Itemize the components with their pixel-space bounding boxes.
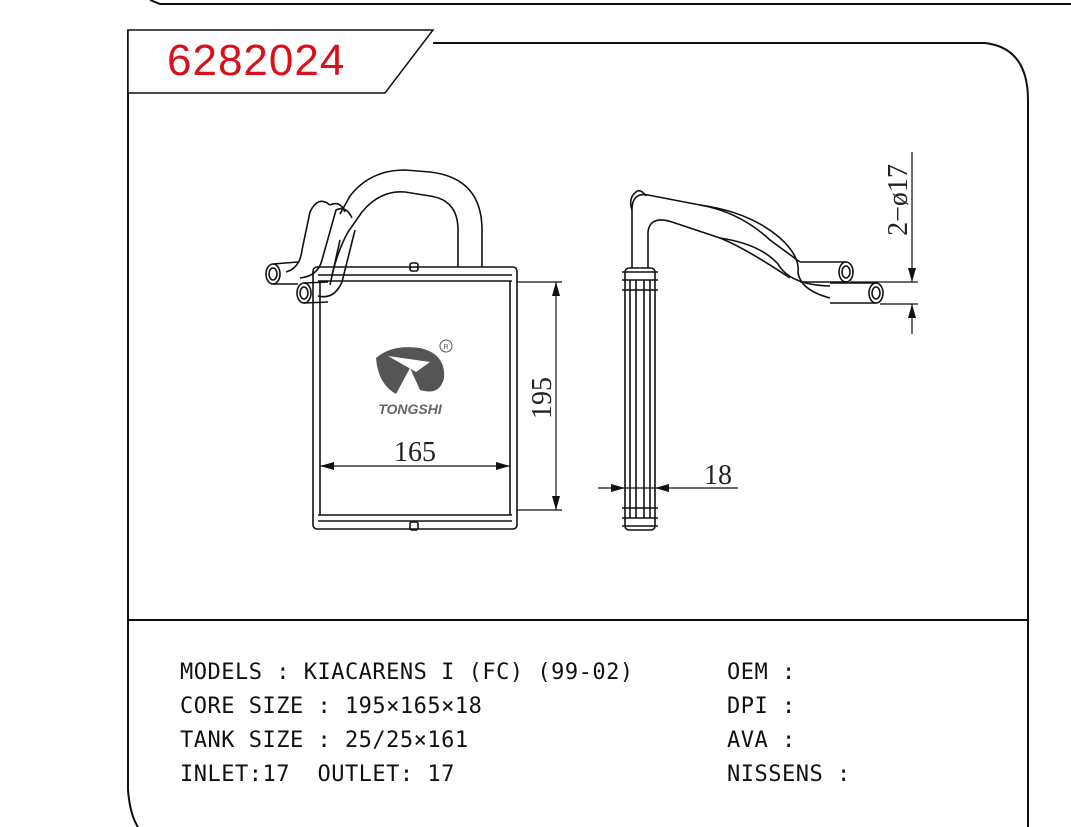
spec-list-right: OEM : DPI : AVA : NISSENS :: [727, 656, 851, 792]
spec-list-left: MODELS : KIACARENS I (FC) (99-02) CORE S…: [180, 656, 634, 792]
side-core: [624, 267, 656, 531]
height-label: 195: [527, 377, 558, 419]
side-outlet-upper: [838, 261, 854, 283]
spec-inlet-outlet: INLET:17 OUTLET: 17: [180, 762, 455, 787]
spec-tank-size: TANK SIZE : 25/25×161: [180, 728, 469, 753]
spec-core-size: CORE SIZE : 195×165×18: [180, 694, 483, 719]
diameter-label: 2−ø17: [883, 164, 914, 236]
spec-oem: OEM :: [727, 660, 796, 685]
side-view: [598, 152, 918, 531]
spec-dpi: DPI :: [727, 694, 796, 719]
part-number-tab: [127, 29, 435, 94]
top-frame-line: [149, 0, 1071, 5]
width-label: 165: [394, 437, 436, 468]
side-pipe-upper: [631, 193, 801, 268]
registered-mark: R: [443, 344, 448, 351]
thickness-label: 18: [704, 460, 732, 491]
front-pipe-upper: [331, 191, 459, 276]
front-inlet-lower: [296, 282, 312, 304]
core-outline: [312, 266, 518, 530]
side-outlet-lower: [868, 282, 884, 304]
part-number: 6282024: [167, 36, 346, 85]
spec-nissens: NISSENS :: [727, 762, 851, 787]
front-pipe-lower: [317, 229, 356, 298]
spec-models: MODELS : KIACARENS I (FC) (99-02): [180, 660, 634, 685]
front-view: [265, 169, 562, 531]
spec-ava: AVA :: [727, 728, 796, 753]
logo-text: TONGSHI: [378, 401, 443, 417]
tongshi-logo: R TONGSHI: [376, 339, 453, 417]
side-pipe-lower: [699, 204, 831, 299]
front-inlet-upper: [265, 263, 281, 285]
